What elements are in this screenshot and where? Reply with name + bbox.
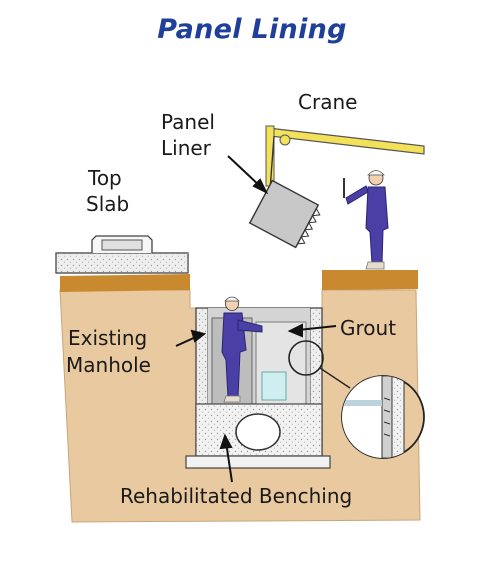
ground-surface-right [322, 270, 418, 290]
crane [265, 125, 425, 191]
leader-arrows [175, 155, 337, 483]
top-slab [55, 235, 189, 274]
top-slab-label-line1: Top [88, 166, 122, 190]
rehabilitated-benching-label: Rehabilitated Benching [120, 484, 353, 508]
grout-label: Grout [340, 316, 397, 340]
diagram-title: Panel Lining [157, 14, 347, 45]
existing-manhole-label-line1: Existing [68, 326, 148, 350]
worker-in-manhole [221, 296, 263, 403]
panel-liner-label-line2: Liner [161, 136, 211, 160]
ground-surface-left [60, 274, 190, 292]
top-slab-label-line2: Slab [86, 192, 130, 216]
suspended-panel-liner [248, 179, 321, 249]
crane-label: Crane [298, 90, 358, 114]
panel-liner-label-line1: Panel [161, 110, 215, 134]
worker-at-surface [343, 170, 389, 270]
rehabilitated-benching [185, 403, 331, 469]
existing-manhole-label-line2: Manhole [66, 353, 151, 377]
grout-bucket [261, 371, 287, 401]
